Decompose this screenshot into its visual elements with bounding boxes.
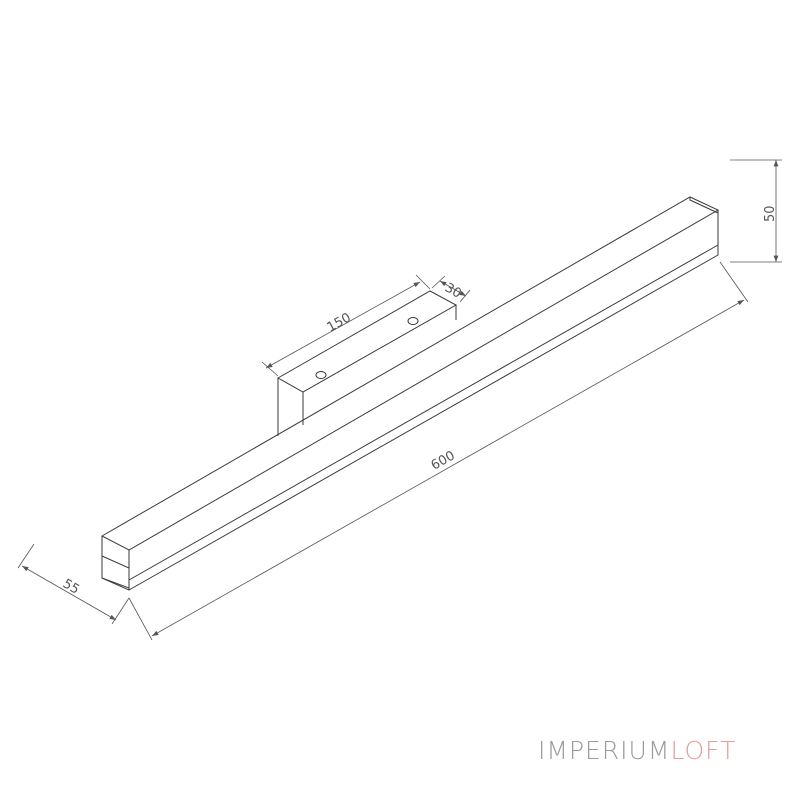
logo-part1: IMPERIUM (538, 736, 671, 765)
brand-logo: IMPERIUMLOFT (538, 736, 736, 765)
dimension-depth: 55 (60, 576, 82, 597)
logo-part2: LOFT (670, 736, 737, 765)
screw-icon (315, 371, 327, 379)
dimension-length: 600 (429, 448, 458, 473)
dimension-bracket-depth: 30 (442, 280, 464, 301)
dimension-lines (17, 159, 782, 641)
wall-bracket (276, 290, 458, 436)
dimension-bracket-length: 150 (325, 310, 354, 335)
dimension-height: 50 (763, 205, 778, 222)
lamp-bar (100, 196, 720, 591)
screw-icon (407, 317, 419, 325)
